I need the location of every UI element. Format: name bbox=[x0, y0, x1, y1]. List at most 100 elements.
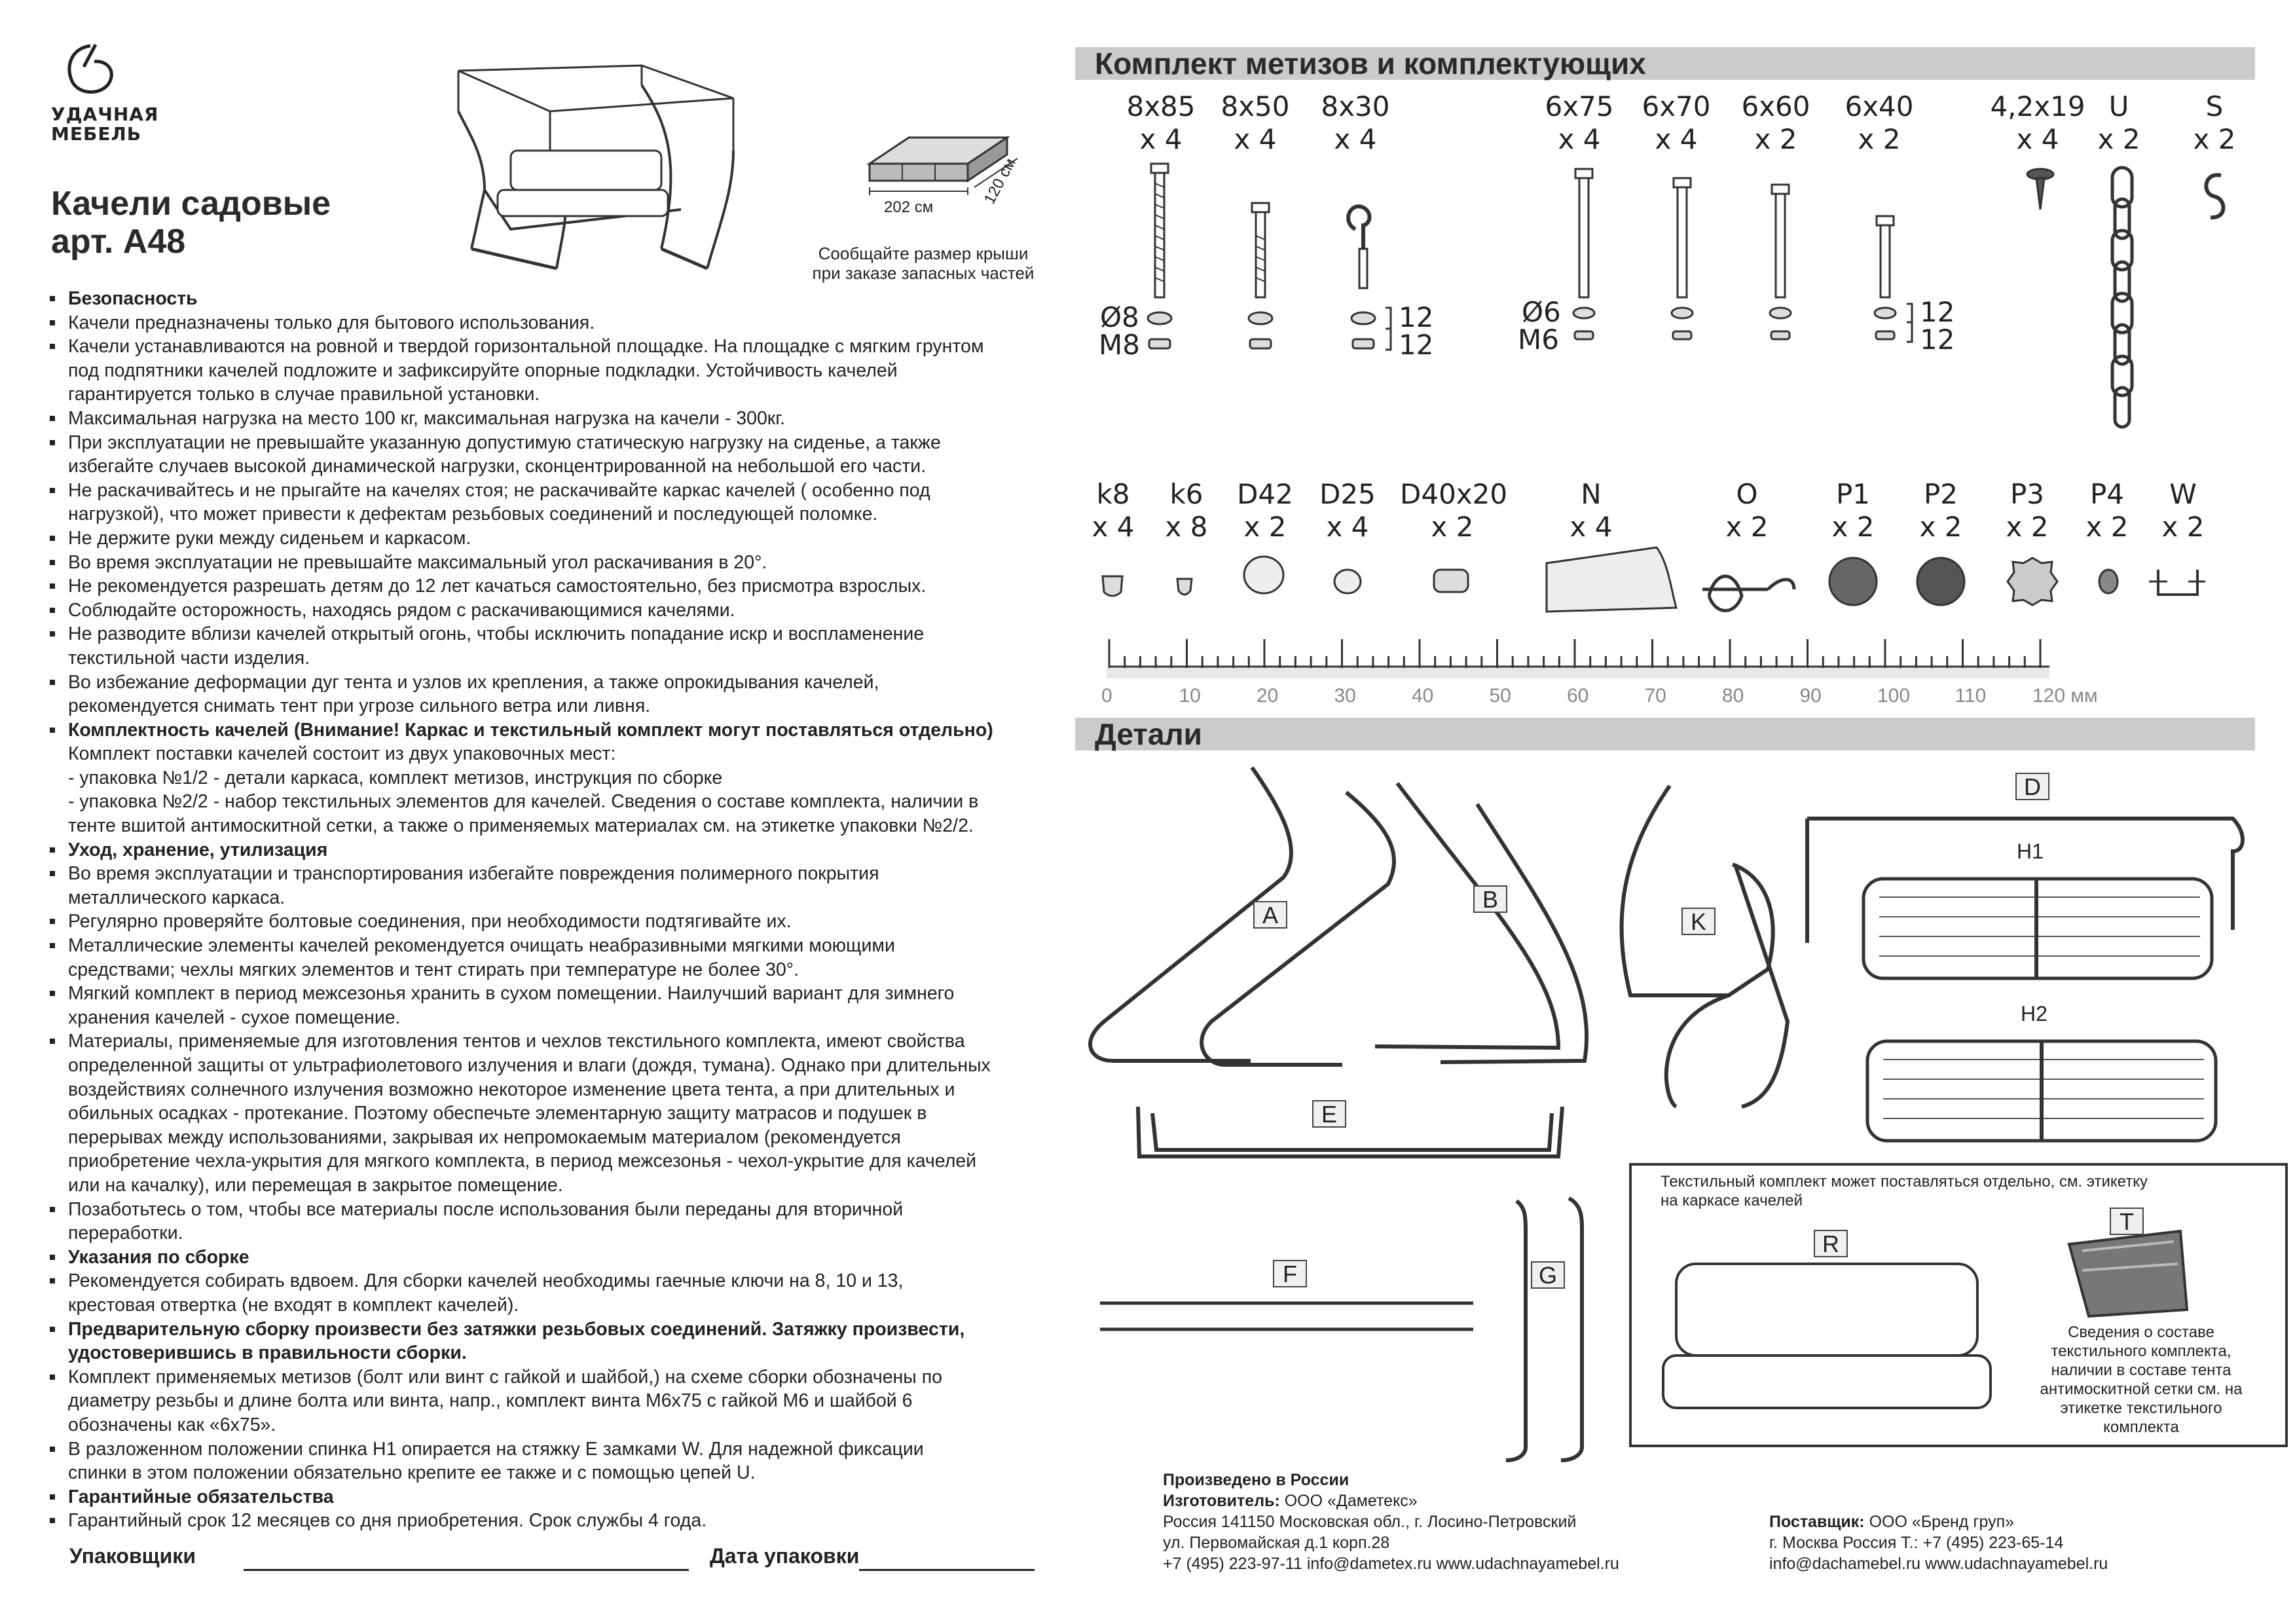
instruction-line: гарантируется только в случае правильной… bbox=[68, 384, 540, 405]
instruction-line: Предварительную сборку произвести без за… bbox=[45, 1318, 1053, 1342]
brand-logo-icon bbox=[67, 43, 113, 94]
hardware-size: P4 bbox=[2089, 478, 2125, 510]
details-section-header: Детали bbox=[1075, 718, 2255, 750]
brand-line-1: УДАЧНАЯ bbox=[51, 103, 159, 125]
hardware-quantity: x 4 bbox=[1234, 123, 1277, 155]
ruler-label: 20 bbox=[1257, 685, 1279, 707]
hardware-size: D40x20 bbox=[1400, 478, 1508, 510]
part-label-d: D bbox=[2015, 773, 2049, 800]
hardware-quantity: x 2 bbox=[1243, 511, 1287, 543]
textile-composition-line: наличии в составе тента bbox=[2051, 1361, 2231, 1379]
instruction-line: Качели предназначены только для бытового… bbox=[45, 311, 1053, 335]
hardware-size: 6x75 bbox=[1545, 90, 1614, 122]
instruction-line: определенной защиты от ультрафиолетового… bbox=[68, 1055, 991, 1076]
hardware-size: 8x85 bbox=[1126, 90, 1196, 122]
hardware-size: k8 bbox=[1096, 478, 1130, 510]
ruler-label: 80 bbox=[1722, 685, 1744, 707]
part-label-h1: H1 bbox=[2017, 840, 2044, 863]
textile-composition-line: комплекта bbox=[2103, 1418, 2179, 1436]
instruction-line: Рекомендуется собирать вдвоем. Для сборк… bbox=[45, 1269, 1053, 1293]
instruction-line: Материалы, применяемые для изготовления … bbox=[45, 1029, 1053, 1054]
hardware-quantity: x 4 bbox=[1655, 123, 1698, 155]
instruction-line: Комплектность качелей (Внимание! Каркас … bbox=[45, 718, 1053, 743]
packers-label: Упаковщики bbox=[69, 1544, 196, 1568]
instruction-line: рекомендуется снимать тент при угрозе си… bbox=[68, 695, 651, 717]
instruction-line: спинки в этом положении обязательно креп… bbox=[68, 1462, 756, 1484]
instruction-line: Мягкий комплект в период межсезонья хран… bbox=[45, 982, 1053, 1006]
roof-dimension-diagram bbox=[866, 136, 1018, 195]
instruction-line: Не разводите вблизи качелей открытый ого… bbox=[45, 622, 1053, 646]
manufacturer-name: ООО «Даметекс» bbox=[1279, 1492, 1418, 1510]
roof-note: Сообщайте размер крыши при заказе запасн… bbox=[753, 244, 1093, 283]
ruler-label: 30 bbox=[1334, 685, 1356, 707]
washer-6-label: Ø6 bbox=[1522, 296, 1561, 328]
hardware-size: 6x70 bbox=[1642, 90, 1711, 122]
made-in-russia: Произведено в России bbox=[1163, 1471, 1349, 1489]
hardware-quantity: x 2 bbox=[2006, 511, 2049, 543]
nut-6-count: 12 bbox=[1920, 323, 1955, 356]
instruction-line: При эксплуатации не превышайте указанную… bbox=[45, 431, 1053, 455]
part-label-a: A bbox=[1253, 901, 1287, 929]
brand-line-2: МЕБЕЛЬ bbox=[51, 123, 142, 145]
instruction-line: - упаковка №2/2 - набор текстильных элем… bbox=[68, 791, 979, 813]
instruction-line: Не рекомендуется разрешать детям до 12 л… bbox=[45, 574, 1053, 599]
instruction-line: приобретение чехла-укрытия для мягкого к… bbox=[68, 1151, 977, 1172]
ruler-label: 50 bbox=[1489, 685, 1511, 707]
instruction-line: диаметру резьбы и длине болта или винта,… bbox=[68, 1390, 913, 1412]
instruction-line: Гарантийный срок 12 месяцев со дня приоб… bbox=[45, 1509, 1053, 1533]
washer-8-label: Ø8 bbox=[1100, 301, 1139, 333]
hardware-size: P2 bbox=[1923, 478, 1958, 510]
part-label-h2: H2 bbox=[2021, 1002, 2047, 1025]
hardware-section-header: Комплект метизов и комплектующих bbox=[1075, 47, 2255, 80]
hardware-size: N bbox=[1581, 478, 1602, 510]
textile-note-line-1: Текстильный комплект может поставляться … bbox=[1661, 1173, 2148, 1190]
hardware-size: D25 bbox=[1319, 478, 1376, 510]
instruction-line: Качели устанавливаются на ровной и тверд… bbox=[45, 335, 1053, 359]
supplier-label: Поставщик: bbox=[1769, 1513, 1865, 1531]
hardware-quantity: x 2 bbox=[2193, 123, 2236, 155]
textile-composition-line: Сведения о составе bbox=[2068, 1323, 2214, 1341]
hardware-quantity: x 2 bbox=[2097, 123, 2140, 155]
instruction-line: тенте вшитой антимоскитной сетки, а такж… bbox=[68, 815, 974, 837]
part-label-f: F bbox=[1273, 1260, 1307, 1287]
hardware-size: 8x50 bbox=[1221, 90, 1290, 122]
hardware-size: D42 bbox=[1237, 478, 1293, 510]
brand-logo-text: УДАЧНАЯ МЕБЕЛЬ bbox=[51, 105, 159, 144]
hardware-quantity: x 2 bbox=[1831, 511, 1875, 543]
hardware-row-1-drawings bbox=[1147, 162, 2226, 429]
part-label-r: R bbox=[1814, 1230, 1848, 1257]
hardware-quantity: x 4 bbox=[1334, 123, 1377, 155]
ruler-label: 90 bbox=[1799, 685, 1822, 707]
part-label-e: E bbox=[1312, 1100, 1346, 1128]
instruction-line: Соблюдайте осторожность, находясь рядом … bbox=[45, 599, 1053, 623]
pack-date-label: Дата упаковки bbox=[710, 1544, 860, 1568]
instruction-line: Комплект применяемых метизов (болт или в… bbox=[45, 1365, 1053, 1390]
instruction-line: Безопасность bbox=[45, 287, 1053, 311]
instruction-line: переработки. bbox=[68, 1223, 183, 1244]
ruler-label: 0 bbox=[1101, 685, 1112, 707]
hardware-size: P1 bbox=[1835, 478, 1871, 510]
instruction-line: Комплект поставки качелей состоит из дву… bbox=[68, 743, 616, 765]
textile-note-line-2: на каркасе качелей bbox=[1661, 1192, 1803, 1209]
roof-note-line-2: при заказе запасных частей bbox=[812, 263, 1035, 283]
ruler-label: 70 bbox=[1644, 685, 1666, 707]
instruction-line: воздействиях солнечного излучения возмож… bbox=[68, 1079, 955, 1100]
ruler-label: 40 bbox=[1412, 685, 1434, 707]
instruction-line: избегайте случаев высокой динамической н… bbox=[68, 456, 927, 477]
instruction-line: Не раскачивайтесь и не прыгайте на качел… bbox=[45, 479, 1053, 503]
